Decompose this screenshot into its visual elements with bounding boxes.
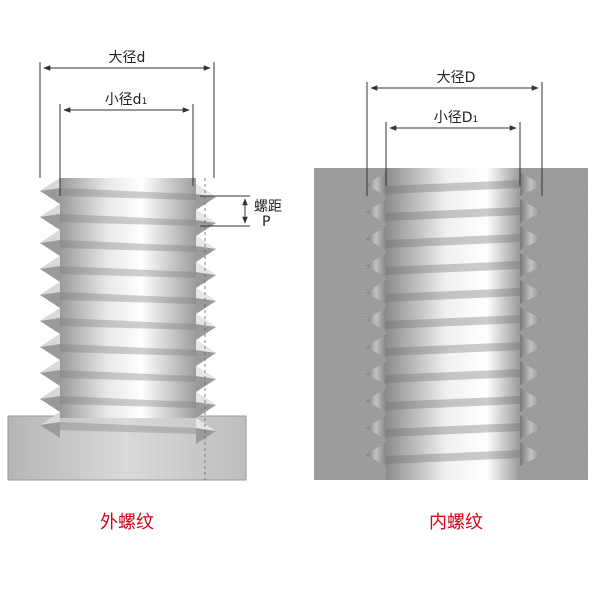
internal-groove-right [520,199,542,223]
internal-groove-right [520,334,542,358]
external-ridge-left-highlight [40,308,60,321]
external-thread-ridges [40,178,216,444]
internal-groove-right [520,253,542,277]
internal-minor-diameter-dimension: 小径D1 [385,110,521,186]
internal-thread-grooves [366,172,542,466]
external-ridge-band [60,214,196,226]
internal-groove-right [520,415,542,439]
external-ridge-band [60,292,196,304]
internal-groove-band [386,342,520,356]
internal-groove-left [366,199,386,223]
pitch-label-line2: P [262,214,270,230]
internal-groove-left [366,253,386,277]
internal-groove-band [386,396,520,410]
external-ridge-right-highlight [196,314,216,327]
internal-major-diameter-dimension: 大径D [366,70,543,196]
internal-groove-left [366,226,386,250]
internal-groove-band [386,450,520,464]
internal-groove-band [386,234,520,248]
internal-groove-band [386,180,520,194]
internal-groove-left [366,307,386,331]
external-ridge-band [60,370,196,382]
internal-groove-right [520,226,542,250]
external-ridge-right-highlight [196,340,216,353]
internal-thread-group: 大径D 小径D1 内螺纹 [314,70,588,533]
external-ridge-left-highlight [40,360,60,373]
internal-groove-left [366,442,386,466]
internal-groove-right [520,388,542,412]
external-thread-core [60,178,196,418]
internal-thread-bore [386,168,520,480]
internal-groove-left [366,172,386,196]
internal-groove-right [520,442,542,466]
external-ridge-right-highlight [196,288,216,301]
internal-groove-band [386,207,520,221]
external-ridge-right-highlight [196,392,216,405]
external-ridge-band [60,266,196,278]
internal-groove-left [366,415,386,439]
internal-groove-band [386,423,520,437]
internal-groove-right [520,172,542,196]
external-ridge-left-highlight [40,412,60,425]
external-ridge-band [60,396,196,408]
internal-groove-left [366,334,386,358]
internal-groove-right [520,280,542,304]
external-ridge-left-highlight [40,256,60,269]
external-ridge-right-highlight [196,236,216,249]
external-ridge-right-highlight [196,366,216,379]
external-ridge-right-highlight [196,262,216,275]
external-ridge-left-highlight [40,334,60,347]
internal-groove-right [520,361,542,385]
external-minor-diameter-label: 小径d1 [105,92,148,108]
external-major-diameter-dimension: 大径d [39,50,215,178]
external-ridge-left-highlight [40,282,60,295]
external-ridge-left-highlight [40,204,60,217]
external-major-diameter-label: 大径d [109,50,146,66]
external-ridge-band [60,344,196,356]
external-thread-caption: 外螺纹 [100,512,154,533]
internal-groove-band [386,369,520,383]
external-ridge-band [60,318,196,330]
internal-groove-left [366,388,386,412]
external-ridge-band [60,240,196,252]
internal-groove-left [366,361,386,385]
internal-groove-right [520,307,542,331]
internal-major-diameter-label: 大径D [437,70,476,86]
external-ridge-band [60,188,196,200]
external-minor-diameter-dimension: 小径d1 [59,92,194,196]
external-ridge-right-highlight [196,184,216,197]
internal-groove-band [386,315,520,329]
internal-groove-band [386,261,520,275]
external-ridge-band [60,422,196,434]
pitch-dimension: 螺距 P [200,195,282,230]
external-ridge-right-highlight [196,210,216,223]
internal-thread-caption: 内螺纹 [429,512,483,533]
external-ridge-left-highlight [40,230,60,243]
external-ridge-right-highlight [196,418,216,431]
external-ridge-left-highlight [40,178,60,191]
external-thread-group: 大径d 小径d1 螺距 P 外螺纹 [7,50,282,533]
external-ridge-left-highlight [40,386,60,399]
internal-groove-band [386,288,520,302]
internal-minor-diameter-label: 小径D1 [434,110,479,126]
pitch-label-line1: 螺距 [254,199,282,215]
internal-groove-left [366,280,386,304]
